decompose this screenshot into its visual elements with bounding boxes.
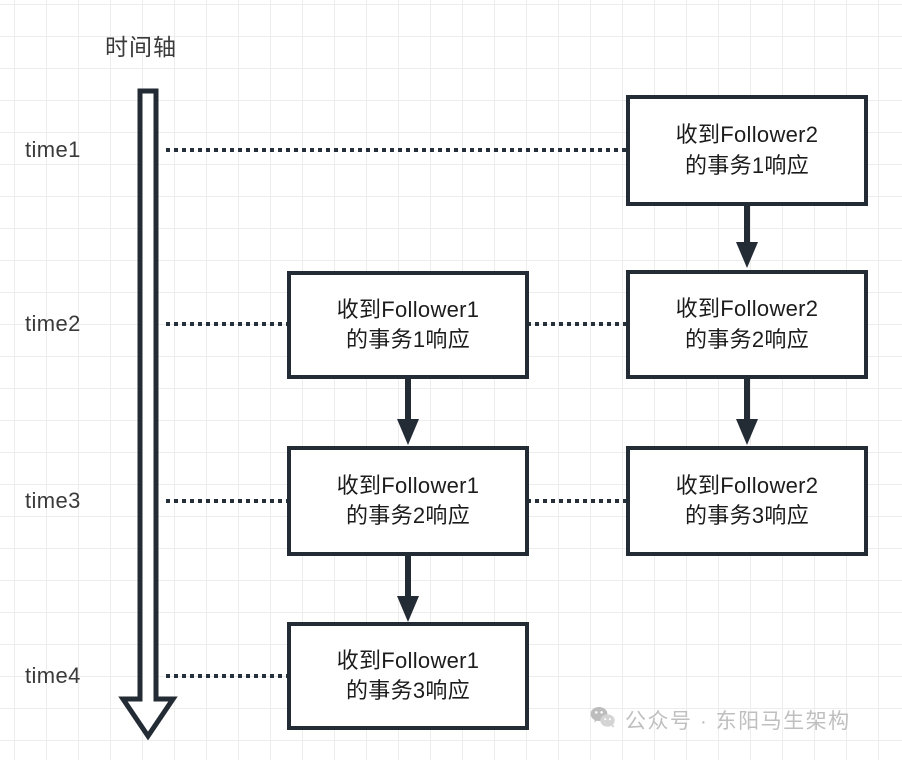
dotted-connector-time3-right xyxy=(527,499,628,503)
event-box-line-1: 收到Follower1 xyxy=(336,472,480,498)
event-box-line-1: 收到Follower2 xyxy=(675,122,819,148)
event-box-follower2-txn3[interactable]: 收到Follower2 的事务3响应 xyxy=(626,446,868,556)
watermark: 公众号 · 东阳马生架构 xyxy=(590,705,851,735)
event-box-line-2: 的事务1响应 xyxy=(684,152,810,178)
dotted-connector-time2-right xyxy=(527,322,628,326)
time-label-time3: time3 xyxy=(25,488,81,513)
event-box-follower2-txn1[interactable]: 收到Follower2 的事务1响应 xyxy=(626,95,868,206)
time-label-time2: time2 xyxy=(25,311,81,336)
timeline-down-block-arrow-icon xyxy=(118,88,178,741)
flow-arrow-f2-t1-to-t2-icon xyxy=(733,206,761,270)
event-box-follower1-txn3[interactable]: 收到Follower1 的事务3响应 xyxy=(287,622,529,730)
event-box-line-1: 收到Follower1 xyxy=(336,296,480,322)
watermark-text: 公众号 · 东阳马生架构 xyxy=(625,710,851,733)
dotted-connector-time3-left xyxy=(166,499,289,503)
time-label-time4: time4 xyxy=(25,663,81,688)
time-label-time1: time1 xyxy=(25,137,81,162)
event-box-line-2: 的事务3响应 xyxy=(345,678,471,703)
wechat-icon xyxy=(590,706,616,734)
flow-arrow-f2-t2-to-t3-icon xyxy=(733,379,761,447)
event-box-line-2: 的事务3响应 xyxy=(684,503,810,528)
dotted-connector-time4 xyxy=(166,674,289,678)
event-box-line-2: 的事务2响应 xyxy=(345,503,471,528)
event-box-line-1: 收到Follower1 xyxy=(336,647,480,673)
event-box-follower2-txn2[interactable]: 收到Follower2 的事务2响应 xyxy=(626,270,868,379)
timeline-axis-title: 时间轴 xyxy=(105,34,177,60)
flow-arrow-f1-t2-to-t3-icon xyxy=(394,556,422,624)
flow-arrow-f1-t1-to-t2-icon xyxy=(394,379,422,447)
event-box-follower1-txn1[interactable]: 收到Follower1 的事务1响应 xyxy=(287,271,529,379)
event-box-follower1-txn2[interactable]: 收到Follower1 的事务2响应 xyxy=(287,446,529,556)
event-box-line-2: 的事务1响应 xyxy=(345,327,471,352)
event-box-line-1: 收到Follower2 xyxy=(675,472,819,498)
event-box-line-2: 的事务2响应 xyxy=(684,326,810,352)
dotted-connector-time1 xyxy=(166,148,628,152)
dotted-connector-time2-left xyxy=(166,322,289,326)
event-box-line-1: 收到Follower2 xyxy=(675,296,819,322)
